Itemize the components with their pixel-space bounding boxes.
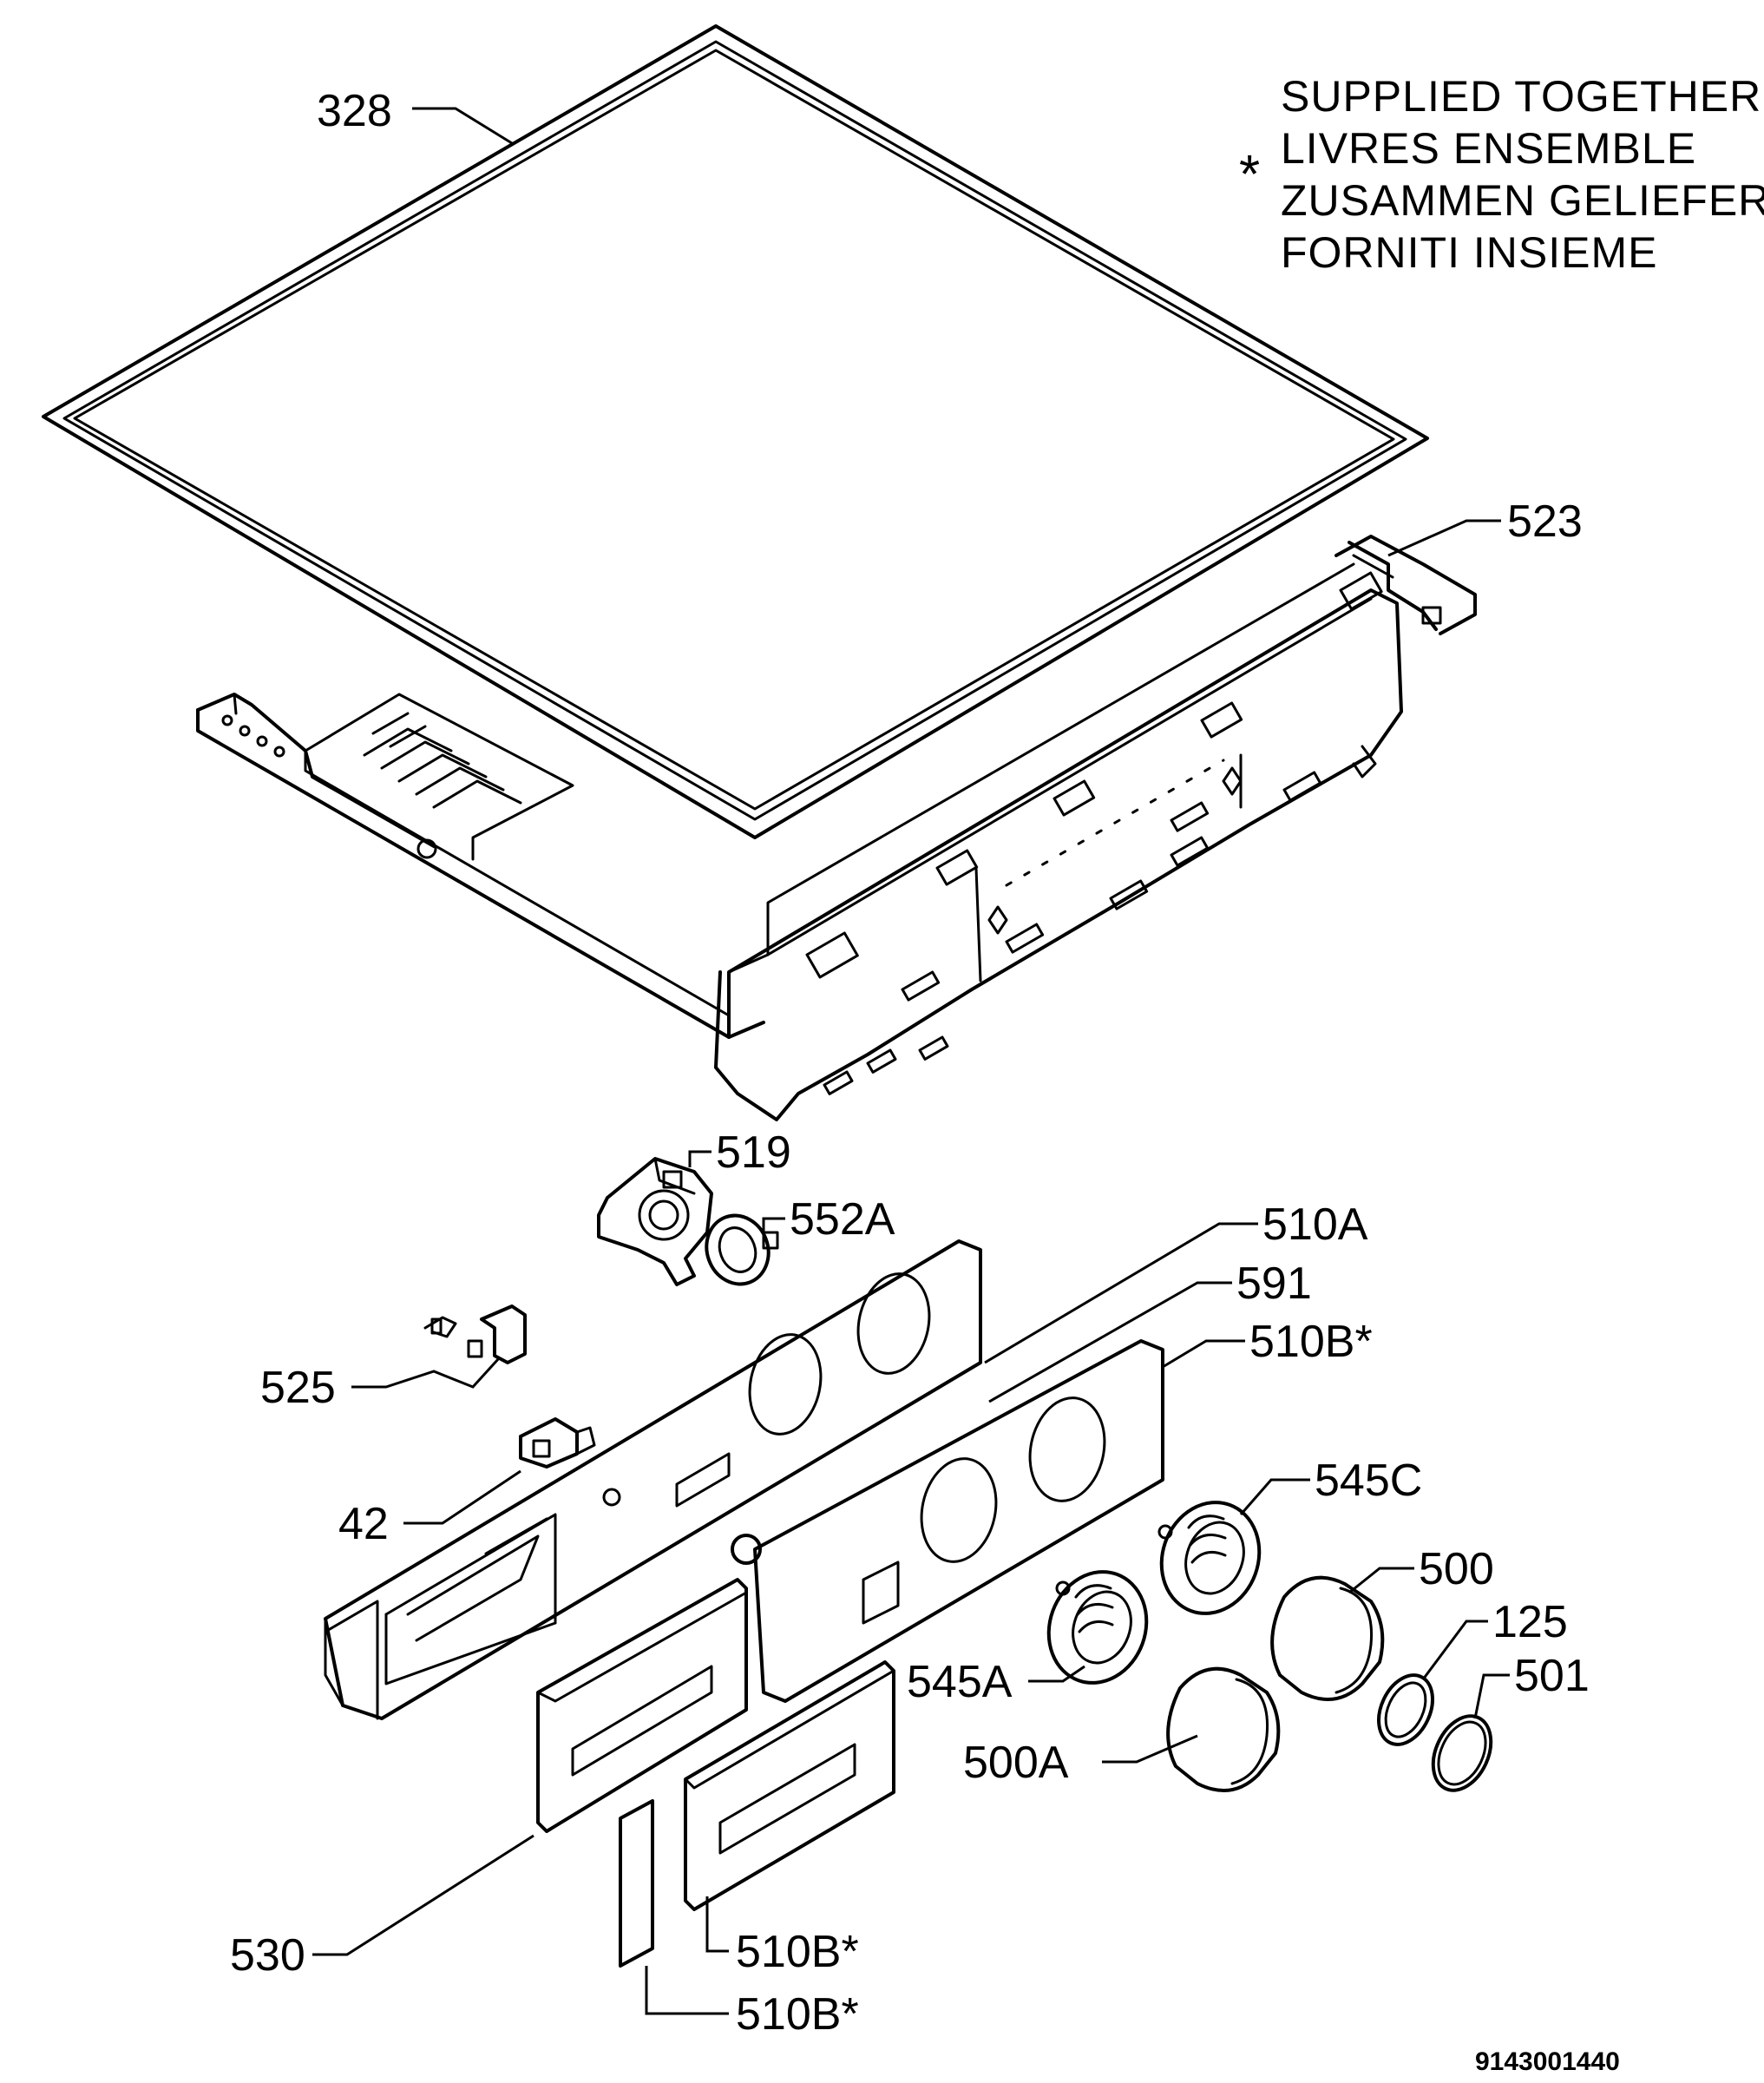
part-500a-knob xyxy=(1166,1666,1281,1792)
label-510a: 510A xyxy=(1262,1199,1368,1250)
part-530-panel xyxy=(536,1578,748,1833)
part-552a-ring xyxy=(705,1213,779,1286)
part-545a-ring xyxy=(1046,1570,1149,1685)
label-552a: 552A xyxy=(790,1194,895,1245)
leader-lines xyxy=(312,107,1510,2015)
label-42: 42 xyxy=(338,1499,389,1549)
part-501-disc xyxy=(1431,1714,1493,1792)
label-510b-2: 510B* xyxy=(736,1927,859,1977)
label-510b-1: 510B* xyxy=(1249,1317,1373,1367)
part-525-switches xyxy=(423,1304,527,1364)
note-line-de: ZUSAMMEN GELIEFERT xyxy=(1281,176,1764,225)
part-510b-strip xyxy=(619,1799,654,1968)
label-545c: 545C xyxy=(1315,1455,1422,1506)
part-545c-ring xyxy=(1157,1501,1262,1615)
part-519-bracket xyxy=(597,1157,713,1286)
label-523: 523 xyxy=(1507,496,1583,547)
label-525: 525 xyxy=(260,1363,336,1413)
part-500-knob xyxy=(1270,1575,1385,1701)
label-591: 591 xyxy=(1236,1258,1312,1309)
part-510a-front-panel xyxy=(324,1239,982,1720)
label-500: 500 xyxy=(1419,1544,1494,1594)
part-328-top-panel xyxy=(42,24,1429,839)
label-510b-3: 510B* xyxy=(736,1989,859,2040)
note-line-fr: LIVRES ENSEMBLE xyxy=(1281,124,1696,173)
part-510b-panel xyxy=(731,1339,1164,1703)
label-125: 125 xyxy=(1492,1597,1568,1647)
part-labels: 328 523 519 552A 510A 591 510B* 525 545C… xyxy=(230,86,1590,2040)
note-line-it: FORNITI INSIEME xyxy=(1281,228,1657,277)
label-530: 530 xyxy=(230,1930,305,1981)
label-545a: 545A xyxy=(907,1657,1013,1707)
supplied-together-note: * SUPPLIED TOGETHER LIVRES ENSEMBLE ZUSA… xyxy=(1239,72,1764,277)
note-line-en: SUPPLIED TOGETHER xyxy=(1281,72,1761,121)
label-500a: 500A xyxy=(963,1738,1069,1788)
drawing-code: 9143001440 xyxy=(1475,2047,1620,2076)
label-328: 328 xyxy=(317,86,392,136)
part-42-lamp xyxy=(519,1417,596,1469)
label-519: 519 xyxy=(716,1127,791,1178)
part-125-ring xyxy=(1377,1673,1434,1746)
part-510b-lower-panel xyxy=(684,1660,895,1911)
part-523-frame xyxy=(196,535,1477,1121)
label-501: 501 xyxy=(1514,1651,1590,1701)
note-marker: * xyxy=(1239,145,1261,205)
